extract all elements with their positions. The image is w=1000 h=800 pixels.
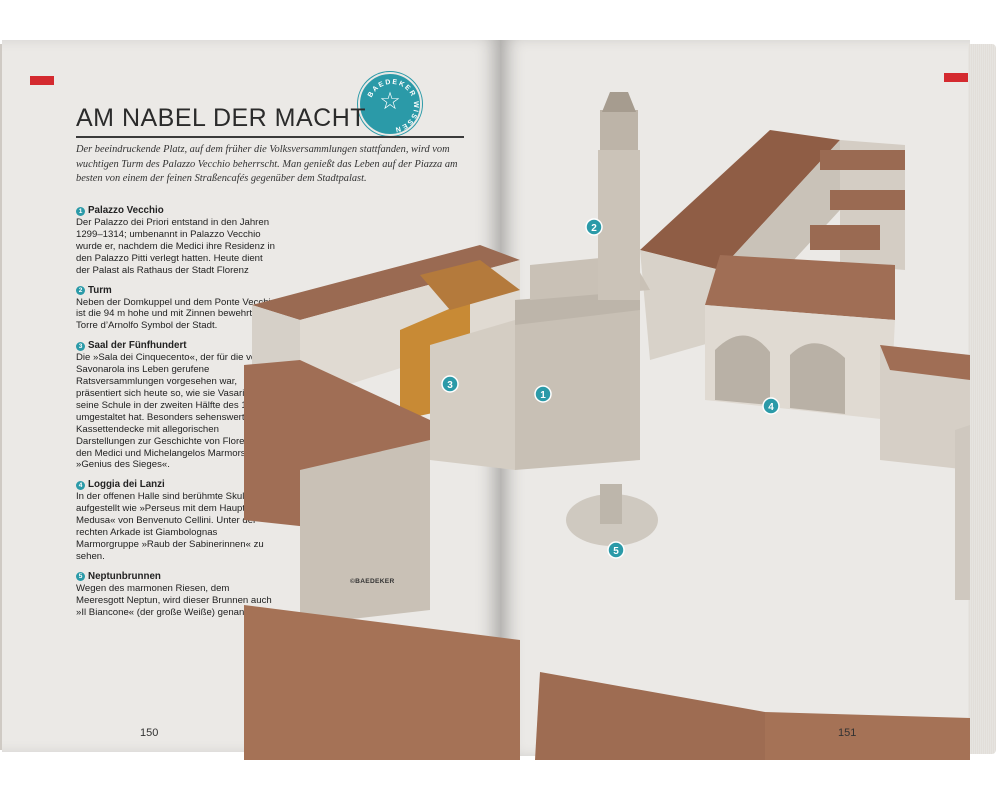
right-roof-1 bbox=[820, 150, 905, 170]
marker-number-icon: 2 bbox=[76, 286, 85, 296]
tower-top bbox=[600, 110, 638, 150]
svg-text:4: 4 bbox=[768, 402, 774, 413]
svg-text:1: 1 bbox=[540, 390, 546, 401]
section-body: In der offenen Halle sind berühmte Skulp… bbox=[76, 491, 272, 562]
svg-text:2: 2 bbox=[591, 223, 597, 234]
marker-2: 2 bbox=[585, 218, 603, 236]
lead-paragraph: Der beeindruckende Platz, auf dem früher… bbox=[76, 144, 458, 185]
marker-number-icon: 5 bbox=[76, 572, 85, 582]
uffizi-wall bbox=[640, 250, 720, 360]
right-edge-building bbox=[955, 425, 970, 600]
uffizi-roof bbox=[640, 130, 840, 270]
palazzo-side bbox=[430, 320, 515, 470]
section-body: Wegen des marmonen Riesen, dem Meeresgot… bbox=[76, 582, 272, 618]
far-right-roof bbox=[880, 345, 970, 380]
marker-number-icon: 3 bbox=[76, 341, 85, 351]
right-roof-2 bbox=[830, 190, 905, 210]
section-title: Turm bbox=[88, 284, 112, 296]
marker-4: 4 bbox=[762, 397, 780, 415]
section-title: Loggia dei Lanzi bbox=[88, 479, 165, 491]
bottom-right-roof bbox=[765, 712, 970, 760]
tower-body bbox=[598, 150, 640, 300]
svg-text:3: 3 bbox=[447, 380, 453, 391]
bottom-center-roof bbox=[535, 672, 765, 760]
badge-text: BAEDEKER WISSEN bbox=[367, 79, 418, 133]
star-icon: ☆ bbox=[379, 88, 401, 115]
baedeker-wissen-badge: BAEDEKER WISSEN ☆ bbox=[358, 72, 422, 136]
title-rule bbox=[76, 136, 464, 138]
page-number-right: 151 bbox=[838, 727, 857, 739]
page-title: AM NABEL DER MACHT bbox=[76, 104, 367, 132]
palazzo-front bbox=[515, 305, 640, 470]
piazza-illustration: 1 2 3 4 5 bbox=[244, 92, 970, 760]
left-red-tab bbox=[30, 76, 54, 85]
fountain-statue bbox=[600, 484, 622, 524]
marker-number-icon: 4 bbox=[76, 480, 85, 490]
marker-5: 5 bbox=[607, 541, 625, 559]
svg-text:5: 5 bbox=[613, 546, 619, 557]
bottom-left-roof bbox=[244, 605, 520, 760]
saal-ceiling bbox=[420, 260, 520, 310]
copyright-label: ©BAEDEKER bbox=[350, 578, 395, 585]
marker-1: 1 bbox=[534, 385, 552, 403]
right-red-tab bbox=[944, 73, 968, 82]
section-body: Der Palazzo dei Priori entstand in den J… bbox=[76, 217, 275, 276]
right-page-edge bbox=[968, 44, 996, 754]
front-left-wall bbox=[300, 440, 430, 625]
section-title: Neptunbrunnen bbox=[88, 570, 161, 582]
marker-number-icon: 1 bbox=[76, 206, 85, 216]
loggia-roof bbox=[705, 255, 895, 320]
section-title: Palazzo Vecchio bbox=[88, 205, 164, 216]
left-roof bbox=[252, 245, 520, 320]
section-title: Saal der Fünfhundert bbox=[88, 340, 187, 352]
section-body: Die »Sala dei Cinquecento«, der für die … bbox=[76, 352, 275, 471]
right-roof-3 bbox=[810, 225, 880, 250]
marker-3: 3 bbox=[441, 375, 459, 393]
tower-spire bbox=[602, 92, 636, 112]
section-body: Neben der Domkuppel und dem Ponte Vecchi… bbox=[76, 296, 276, 332]
page-number-left: 150 bbox=[140, 727, 159, 739]
loggia-arches bbox=[715, 335, 845, 414]
